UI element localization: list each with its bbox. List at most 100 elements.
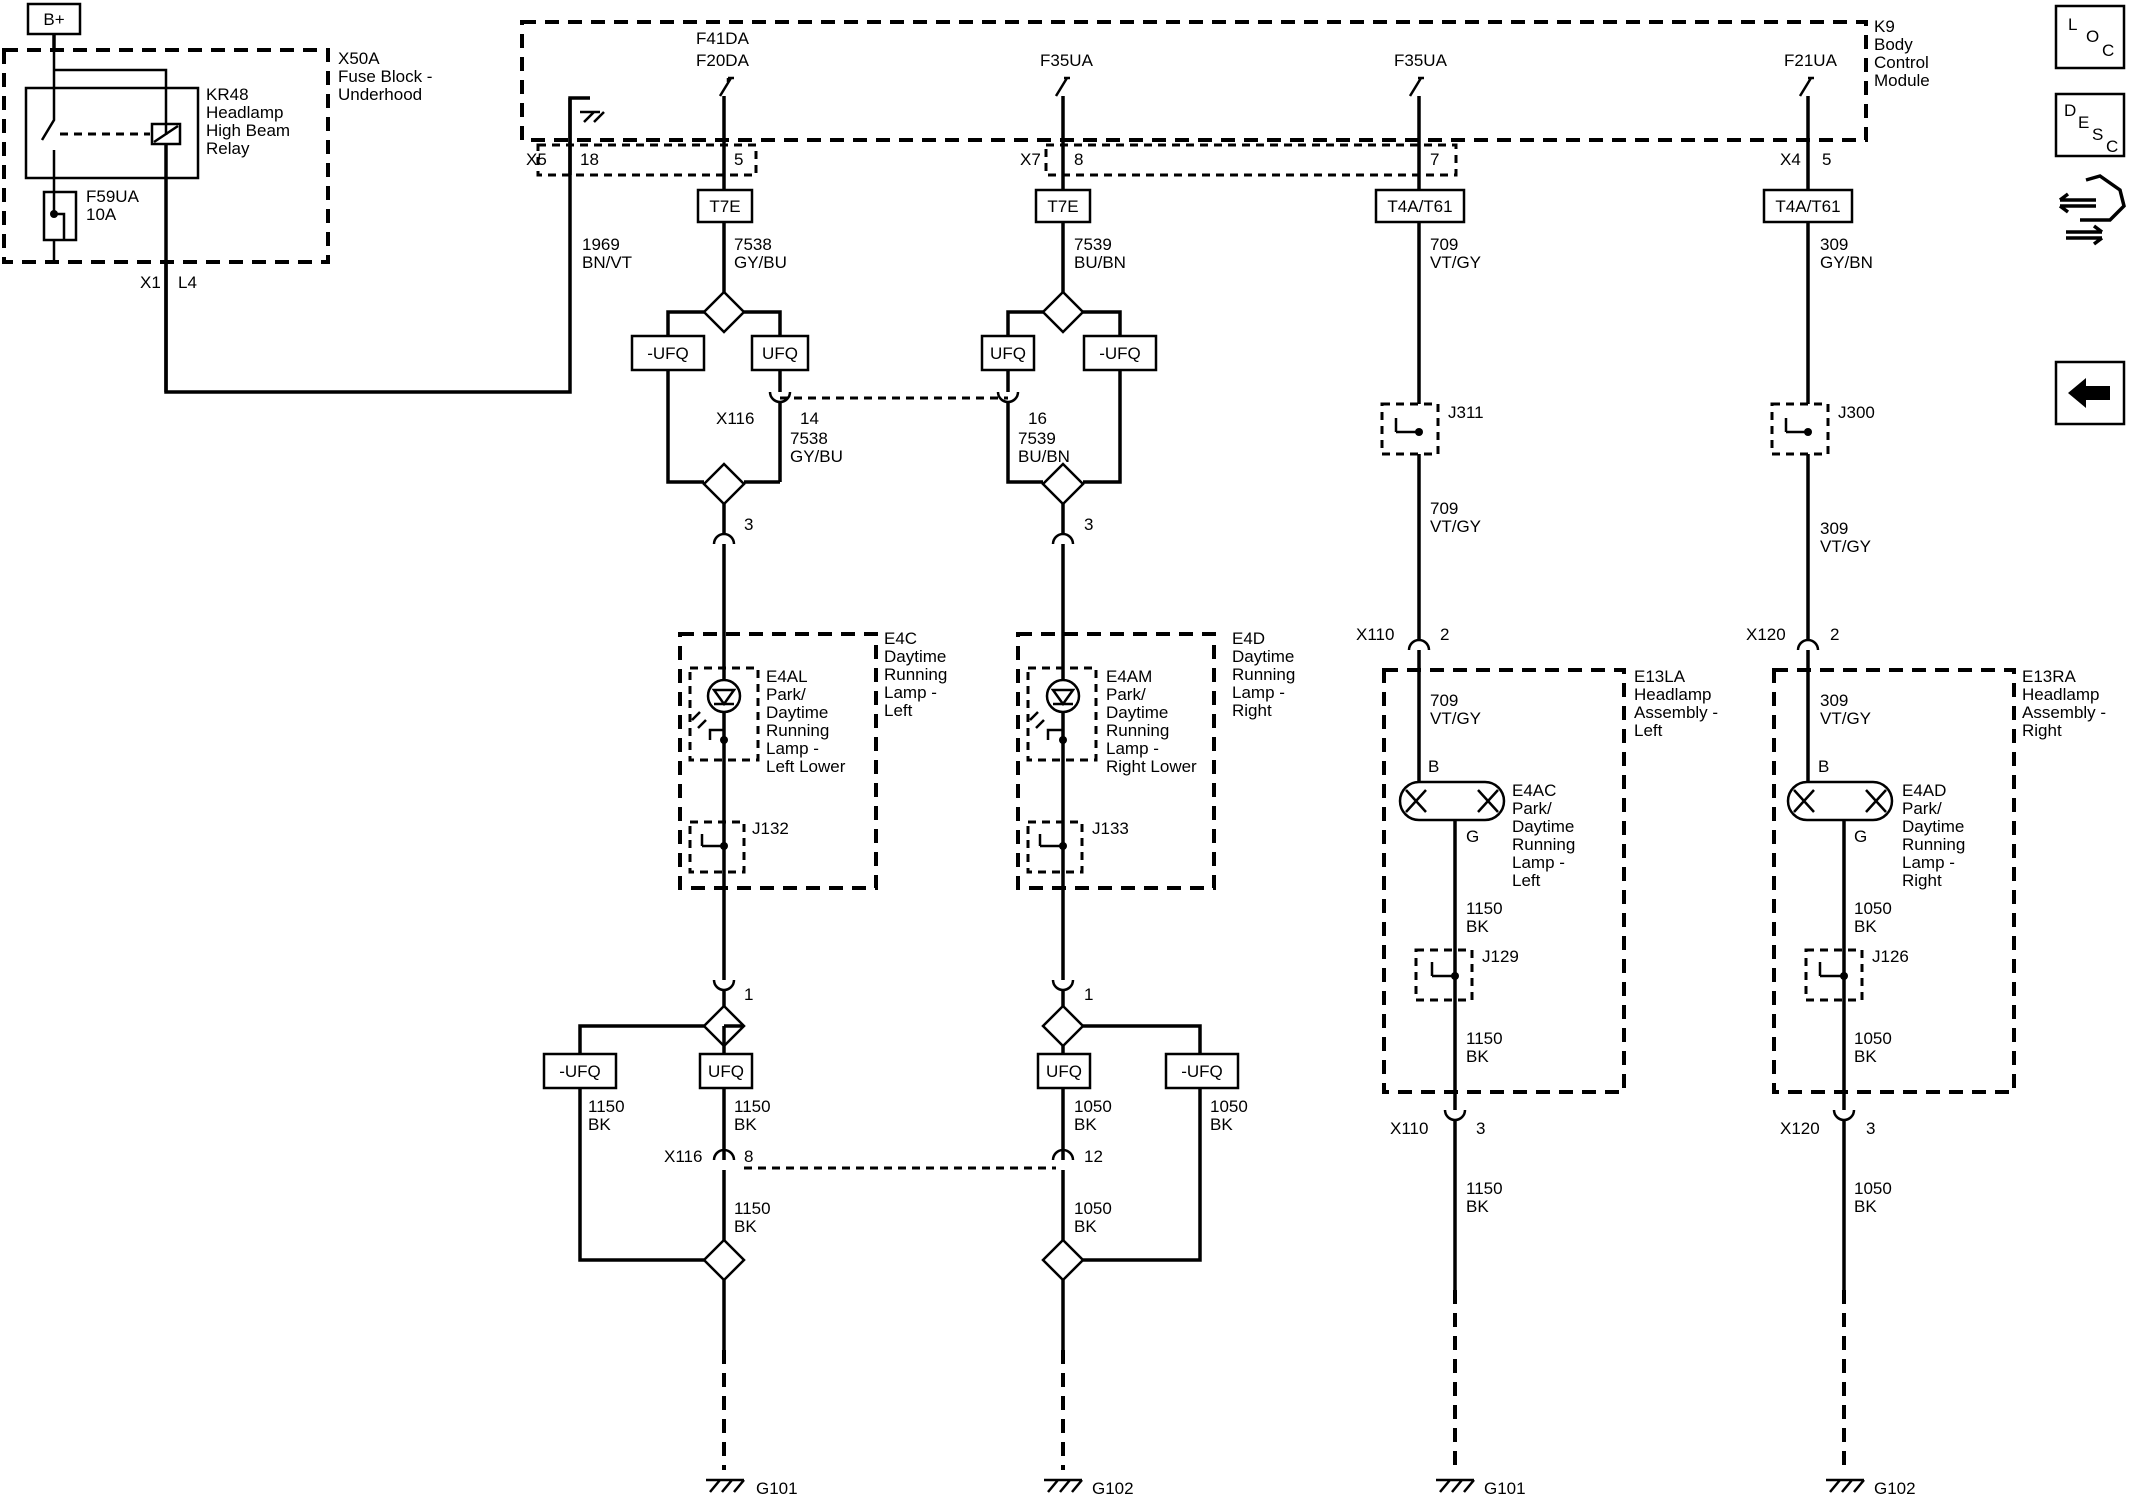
svg-text:G: G bbox=[1854, 827, 1867, 846]
svg-text:O: O bbox=[2086, 27, 2099, 46]
x4-pin-5: 5 bbox=[1822, 150, 1831, 169]
svg-text:709 VT/GY: 709 VT/GY bbox=[1430, 691, 1481, 728]
svg-text:J126: J126 bbox=[1872, 947, 1909, 966]
bcm-fuse-b: F35UA bbox=[1040, 51, 1094, 70]
diamond-join bbox=[702, 462, 746, 506]
svg-text:3: 3 bbox=[744, 515, 753, 534]
e4am-label: E4AM Park/ Daytime Running Lamp - Right … bbox=[1106, 667, 1197, 776]
svg-text:T7E: T7E bbox=[709, 197, 740, 216]
svg-text:J132: J132 bbox=[752, 819, 789, 838]
svg-text:C: C bbox=[2102, 41, 2114, 60]
svg-text:16: 16 bbox=[1028, 409, 1047, 428]
svg-text:1150 BK: 1150 BK bbox=[588, 1097, 629, 1134]
svg-text:1050 BK: 1050 BK bbox=[1854, 1179, 1897, 1216]
svg-text:-UFQ: -UFQ bbox=[1099, 344, 1141, 363]
wire-7538-mid-label: 7538 GY/BU bbox=[790, 429, 843, 466]
fuse-icon bbox=[42, 190, 78, 242]
svg-text:E: E bbox=[2078, 113, 2089, 132]
wire-7538-label: 7538 GY/BU bbox=[734, 235, 787, 272]
svg-text:B: B bbox=[1428, 757, 1439, 776]
back-arrow-button[interactable] bbox=[2054, 360, 2126, 426]
x7-pin-8: 8 bbox=[1074, 150, 1083, 169]
x4-label: X4 bbox=[1780, 150, 1801, 169]
bcm-fuse-d: F21UA bbox=[1784, 51, 1838, 70]
relay-outline bbox=[24, 86, 200, 180]
svg-text:T4A/T61: T4A/T61 bbox=[1387, 197, 1452, 216]
x7-label: X7 bbox=[1020, 150, 1041, 169]
svg-text:J311: J311 bbox=[1448, 403, 1484, 422]
e4c-title: E4C Daytime Running Lamp - Left bbox=[884, 629, 952, 720]
ground-g101-right: G101 bbox=[1484, 1479, 1526, 1498]
x5-pin-18: 18 bbox=[580, 150, 599, 169]
ground-g102-right: G102 bbox=[1874, 1479, 1916, 1498]
x116-top-label: X116 bbox=[716, 409, 754, 428]
svg-text:309 VT/GY: 309 VT/GY bbox=[1820, 691, 1871, 728]
svg-text:3: 3 bbox=[1084, 515, 1093, 534]
option-t7e-right bbox=[1034, 188, 1092, 224]
relay-label: KR48 Headlamp High Beam Relay bbox=[206, 85, 295, 158]
loc-button[interactable]: L O C bbox=[2054, 4, 2126, 70]
svg-text:X110: X110 bbox=[1390, 1119, 1428, 1138]
svg-text:X116: X116 bbox=[664, 1147, 702, 1166]
svg-text:7539 BU/BN: 7539 BU/BN bbox=[1074, 235, 1126, 272]
x7-pin-7: 7 bbox=[1430, 150, 1439, 169]
svg-text:UFQ: UFQ bbox=[1046, 1062, 1082, 1081]
svg-text:X120: X120 bbox=[1746, 625, 1786, 644]
wire-1969 bbox=[164, 96, 590, 394]
svg-text:J129: J129 bbox=[1482, 947, 1519, 966]
svg-text:1150 BK: 1150 BK bbox=[1466, 899, 1507, 936]
x7-connector bbox=[1044, 143, 1458, 177]
svg-text:709 VT/GY: 709 VT/GY bbox=[1430, 235, 1481, 272]
svg-text:3: 3 bbox=[1476, 1119, 1485, 1138]
svg-text:T7E: T7E bbox=[1047, 197, 1078, 216]
svg-text:1050 BK: 1050 BK bbox=[1074, 1097, 1117, 1134]
svg-text:UFQ: UFQ bbox=[990, 344, 1026, 363]
svg-text:J300: J300 bbox=[1838, 403, 1875, 422]
connector-view-icon[interactable] bbox=[2058, 174, 2126, 246]
e4al-label: E4AL Park/ Daytime Running Lamp - Left L… bbox=[766, 667, 846, 776]
bcm-outline bbox=[520, 20, 1868, 142]
svg-text:1050 BK: 1050 BK bbox=[1854, 899, 1897, 936]
ground-icon bbox=[706, 1478, 745, 1493]
option-t7e-left bbox=[696, 188, 754, 224]
fuse-block-title: X50A Fuse Block - Underhood bbox=[338, 49, 437, 104]
bcm-fuse-c: F35UA bbox=[1394, 51, 1448, 70]
e4c-outline bbox=[678, 632, 878, 890]
back-arrow-icon bbox=[2068, 378, 2110, 408]
svg-text:12: 12 bbox=[1084, 1147, 1103, 1166]
svg-text:L: L bbox=[2068, 15, 2077, 34]
desc-button[interactable]: D E S C bbox=[2054, 92, 2126, 158]
svg-text:B: B bbox=[1818, 757, 1829, 776]
svg-text:2: 2 bbox=[1440, 625, 1449, 644]
e4ad-label: E4AD Park/ Daytime Running Lamp - Right bbox=[1902, 781, 1970, 890]
svg-text:309 VT/GY: 309 VT/GY bbox=[1820, 519, 1871, 556]
svg-text:1050 BK: 1050 BK bbox=[1074, 1199, 1117, 1236]
svg-text:J133: J133 bbox=[1092, 819, 1129, 838]
svg-text:-UFQ: -UFQ bbox=[647, 344, 689, 363]
svg-text:X110: X110 bbox=[1356, 625, 1394, 644]
svg-text:UFQ: UFQ bbox=[762, 344, 798, 363]
wire-1969-label: 1969 BN/VT bbox=[582, 235, 632, 272]
svg-text:2: 2 bbox=[1830, 625, 1839, 644]
bcm-title: K9 Body Control Module bbox=[1874, 17, 1934, 90]
svg-text:D: D bbox=[2064, 101, 2076, 120]
svg-text:-UFQ: -UFQ bbox=[559, 1062, 601, 1081]
svg-text:1150 BK: 1150 BK bbox=[734, 1199, 775, 1236]
e13ra-title: E13RA Headlamp Assembly - Right bbox=[2022, 667, 2111, 740]
l4-label: L4 bbox=[178, 273, 197, 292]
e13la-title: E13LA Headlamp Assembly - Left bbox=[1634, 667, 1723, 740]
svg-text:14: 14 bbox=[800, 409, 819, 428]
x1-label: X1 bbox=[140, 273, 161, 292]
x5-connector bbox=[536, 143, 758, 177]
led-icon bbox=[706, 678, 742, 714]
e4d-outline bbox=[1016, 632, 1216, 890]
e4ac-label: E4AC Park/ Daytime Running Lamp - Left bbox=[1512, 781, 1580, 890]
svg-text:1050 BK: 1050 BK bbox=[1210, 1097, 1253, 1134]
bcm-fuse-a: F41DA F20DA bbox=[696, 29, 753, 70]
svg-text:7539 BU/BN: 7539 BU/BN bbox=[1018, 429, 1070, 466]
x5-label: X5 bbox=[526, 150, 547, 169]
e4d-title: E4D Daytime Running Lamp - Right bbox=[1232, 629, 1300, 720]
battery-label: B+ bbox=[43, 10, 64, 29]
